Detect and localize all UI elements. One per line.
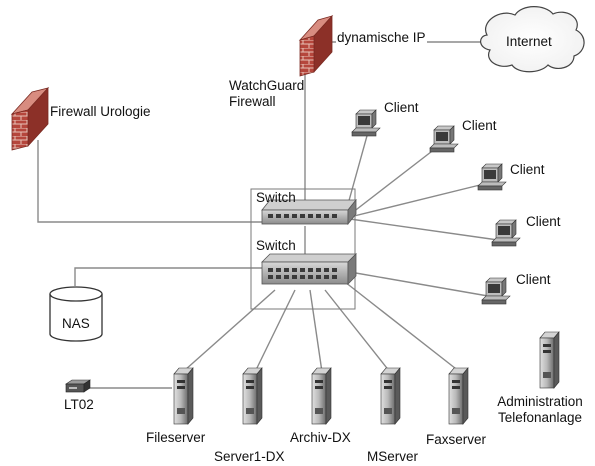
link-switch-mserver: [324, 289, 391, 373]
switch-top-label: Switch: [256, 190, 296, 205]
nas-icon: [49, 286, 103, 342]
client-label-4: Client: [526, 214, 561, 229]
server-label-faxserver: Faxserver: [426, 432, 487, 447]
link-switch-nas: [74, 267, 265, 286]
link-switch-client-2: [347, 144, 441, 217]
server-tower-administration: [539, 331, 560, 389]
link-switch-archiv: [309, 289, 323, 373]
client-label-5: Client: [516, 272, 551, 287]
link-switch-fileserver: [184, 289, 276, 371]
watchguard-label: WatchGuard Firewall: [229, 78, 305, 109]
lto-drive-icon: [65, 379, 91, 393]
nas-label: NAS: [62, 316, 90, 331]
server-tower-fileserver: [173, 367, 194, 425]
server-label-archiv: Archiv-DX: [290, 430, 351, 445]
switch-top-icon: [261, 198, 357, 226]
switch-group-frame: [250, 188, 356, 310]
link-urologie-switch: [37, 140, 265, 223]
server-label-fileserver: Fileserver: [146, 430, 206, 445]
client-icon-1: [351, 109, 381, 137]
client-label-2: Client: [462, 118, 497, 133]
admin-label: Administration Telefonanlage: [497, 394, 583, 425]
lto-label: LT02: [64, 397, 94, 412]
switch-bottom-label: Switch: [256, 238, 296, 253]
connections: [37, 41, 499, 389]
client-icon-3: [477, 163, 507, 191]
link-switch-faxserver: [344, 281, 461, 373]
server-label-server1: Server1-DX: [214, 449, 285, 464]
client-icon-4: [491, 219, 521, 247]
server-tower-archiv: [311, 367, 332, 425]
client-icon-2: [429, 125, 459, 153]
firewall-urologie-icon: [10, 86, 50, 151]
dynamic-ip-label: dynamische IP: [336, 30, 427, 46]
link-switch-client-3: [349, 182, 489, 218]
internet-label: Internet: [506, 34, 552, 49]
switch-bottom-icon: [261, 253, 357, 285]
client-label-1: Client: [384, 100, 419, 115]
firewall-urologie-label: Firewall Urologie: [50, 104, 151, 119]
link-switch-client-5: [349, 271, 489, 297]
server-tower-server1: [242, 367, 263, 425]
internet-cloud: [480, 6, 585, 73]
client-label-3: Client: [510, 162, 545, 177]
server-tower-mserver: [380, 367, 401, 425]
watchguard-firewall-icon: [298, 14, 334, 77]
link-switch-client-4: [349, 218, 499, 241]
link-switch-server1: [254, 289, 296, 373]
server-tower-faxserver: [448, 367, 469, 425]
server-label-mserver: MServer: [367, 449, 419, 464]
client-icon-5: [481, 277, 511, 305]
